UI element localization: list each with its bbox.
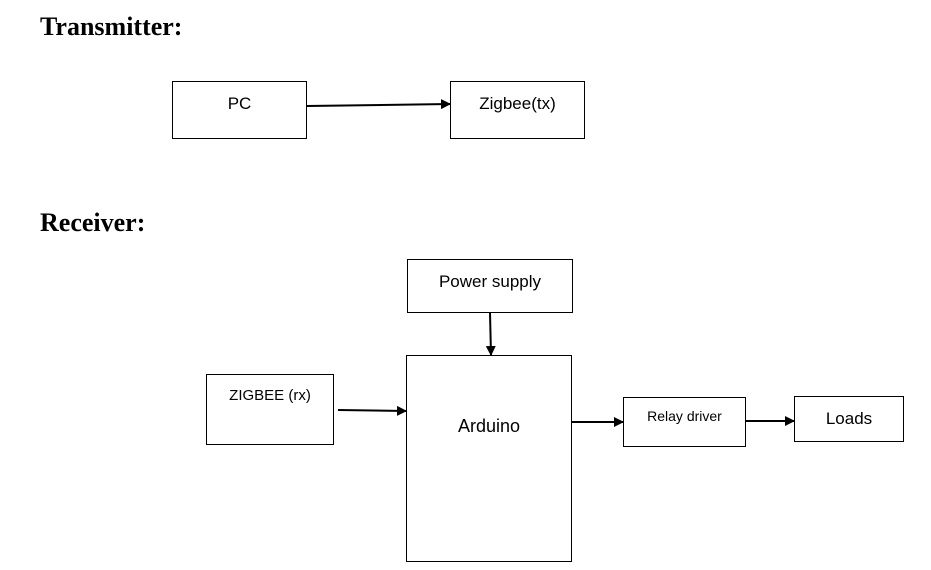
arduino-label: Arduino: [457, 416, 521, 436]
arduino-block: Arduino: [406, 355, 572, 562]
relay-driver-block: Relay driver: [623, 397, 746, 447]
zigbee-tx-label: Zigbee(tx): [479, 94, 556, 113]
loads-block: Loads: [794, 396, 904, 442]
arrow-zigbee-rx-to-arduino: [337, 405, 407, 416]
relay-driver-label: Relay driver: [647, 408, 722, 424]
receiver-heading: Receiver:: [40, 208, 146, 237]
pc-label: PC: [227, 94, 252, 113]
arrow-pc-to-zigbee-tx: [306, 99, 451, 110]
loads-label: Loads: [825, 409, 873, 428]
pc-block: PC: [172, 81, 307, 139]
zigbee-rx-label: ZIGBEE (rx): [229, 387, 311, 404]
zigbee-rx-block: ZIGBEE (rx): [206, 374, 334, 445]
transmitter-heading: Transmitter:: [40, 12, 183, 41]
zigbee-tx-block: Zigbee(tx): [450, 81, 585, 139]
arrow-power-to-arduino: [485, 312, 496, 356]
power-supply-block: Power supply: [407, 259, 573, 313]
power-supply-label: Power supply: [438, 272, 542, 291]
